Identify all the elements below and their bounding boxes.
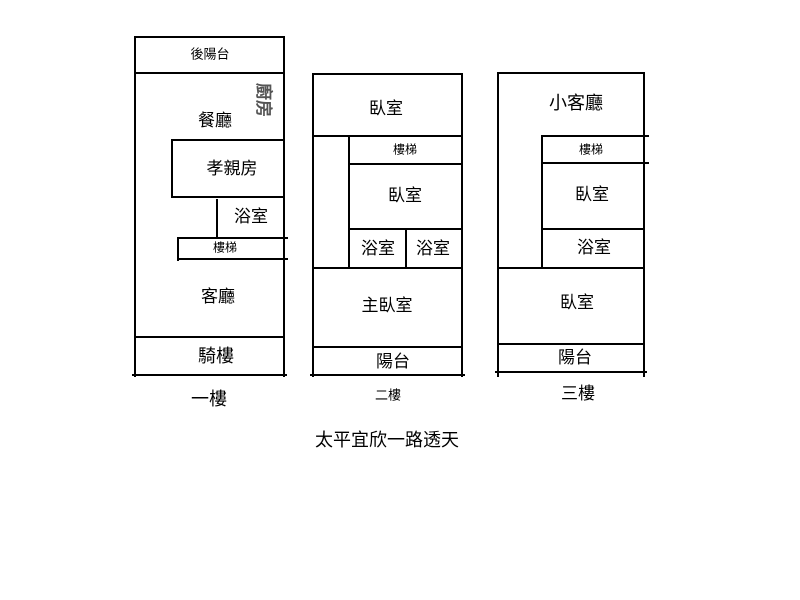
- floor-3-stairs-label: 樓梯: [579, 142, 603, 157]
- plan-title: 太平宜欣一路透天: [315, 430, 459, 451]
- floor-3-bedroom-front-label: 臥室: [560, 293, 594, 313]
- floor-3-bedroom-mid-label: 臥室: [575, 185, 609, 205]
- floor-2-plan: 臥室 樓梯 臥室 浴室 浴室 主臥室 陽台 二樓: [310, 73, 465, 404]
- floor-2-bathroom-a-label: 浴室: [361, 239, 395, 259]
- floor-2-bedroom-front-label: 臥室: [369, 99, 403, 119]
- floor-3-bathroom-label: 浴室: [577, 238, 611, 258]
- master-bedroom-label: 主臥室: [362, 296, 413, 316]
- floor-2-bathroom-b-label: 浴室: [416, 239, 450, 259]
- floor-1-plan: 後陽台 廚房 餐廳 孝親房 浴室 樓梯 客廳 騎樓 一樓: [132, 36, 288, 410]
- kitchen-label: 廚房: [253, 83, 274, 117]
- living-room-label: 客廳: [201, 287, 235, 307]
- floor-1-bathroom-label: 浴室: [234, 207, 268, 227]
- arcade-label: 騎樓: [198, 346, 234, 367]
- floor-2-bedroom-mid-label: 臥室: [388, 186, 422, 206]
- floor-3-caption: 三樓: [561, 384, 595, 404]
- floor-1-stairs-label: 樓梯: [213, 240, 237, 255]
- elder-room-label: 孝親房: [207, 159, 258, 179]
- rear-balcony-label: 後陽台: [190, 48, 229, 63]
- floor-2-caption: 二樓: [375, 389, 401, 404]
- floor-2-balcony-label: 陽台: [376, 352, 410, 372]
- floor-3-balcony-label: 陽台: [558, 348, 592, 368]
- floor-2-stairs-label: 樓梯: [393, 142, 417, 157]
- floor-3-plan: 小客廳 樓梯 臥室 浴室 臥室 陽台 三樓: [495, 72, 649, 404]
- dining-label: 餐廳: [198, 111, 232, 131]
- small-living-room-label: 小客廳: [549, 93, 603, 114]
- floor-1-caption: 一樓: [191, 389, 227, 410]
